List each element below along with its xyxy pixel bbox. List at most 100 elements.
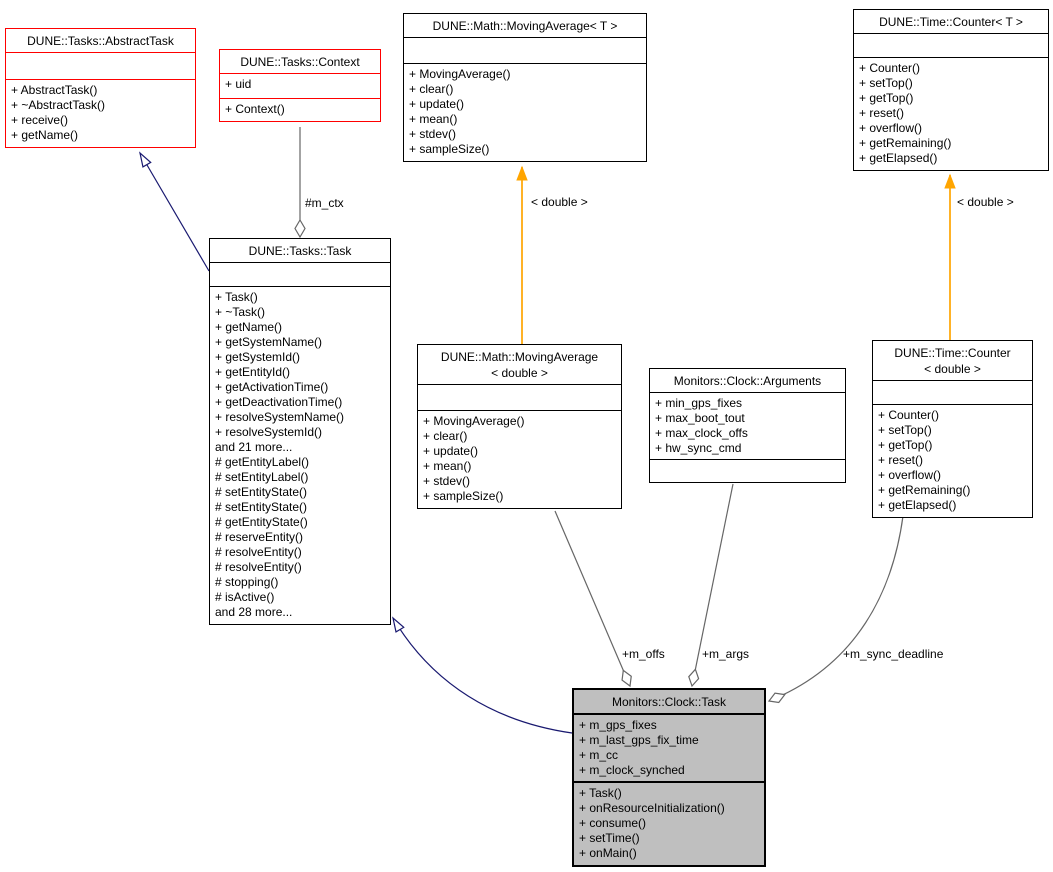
member-line: + getName(): [215, 320, 283, 334]
member-line: # setEntityLabel(): [215, 470, 309, 484]
class-attributes: + uid: [220, 74, 380, 99]
member-line: + setTime(): [579, 831, 640, 845]
member-line: + getSystemId(): [215, 350, 301, 364]
member-line: and 21 more...: [215, 440, 293, 454]
member-line: + m_clock_synched: [579, 763, 685, 777]
member-line: + receive(): [11, 113, 69, 127]
member-line: + m_cc: [579, 748, 619, 762]
class-title-line2: < double >: [491, 366, 548, 380]
member-line: + reset(): [859, 106, 905, 120]
edge-label-m-offs: +m_offs: [622, 647, 665, 661]
class-title-line1: DUNE::Time::Counter: [894, 346, 1011, 360]
member-line: + uid: [225, 77, 252, 91]
member-line: + Context(): [225, 102, 285, 116]
member-line: + sampleSize(): [423, 489, 504, 503]
class-methods: [650, 460, 845, 482]
member-line: + AbstractTask(): [11, 83, 98, 97]
member-line: # resolveEntity(): [215, 560, 302, 574]
class-methods: + Counter()+ setTop()+ getTop()+ reset()…: [873, 405, 1032, 517]
class-methods: + Task()+ onResourceInitialization()+ co…: [574, 783, 764, 865]
class-title: DUNE::Time::Counter < double >: [873, 341, 1032, 381]
member-line: # setEntityState(): [215, 500, 308, 514]
member-line: # resolveEntity(): [215, 545, 302, 559]
member-line: + getRemaining(): [878, 483, 971, 497]
member-line: + ~Task(): [215, 305, 266, 319]
edge-label-m-args: +m_args: [702, 647, 749, 661]
member-line: + mean(): [409, 112, 458, 126]
member-line: + onResourceInitialization(): [579, 801, 725, 815]
member-line: # stopping(): [215, 575, 279, 589]
class-box-clock-task: Monitors::Clock::Task + m_gps_fixes+ m_l…: [572, 688, 766, 867]
class-attributes: [210, 263, 390, 287]
edge-label-m-ctx: #m_ctx: [305, 196, 344, 210]
member-line: + clear(): [409, 82, 454, 96]
class-title: DUNE::Math::MovingAverage< T >: [404, 14, 646, 38]
class-title: DUNE::Tasks::Task: [210, 239, 390, 263]
class-methods: + MovingAverage()+ clear()+ update()+ me…: [404, 64, 646, 161]
member-line: + setTop(): [878, 423, 932, 437]
member-line: # isActive(): [215, 590, 275, 604]
member-line: + onMain(): [579, 846, 637, 860]
member-line: + sampleSize(): [409, 142, 490, 156]
member-line: + mean(): [423, 459, 472, 473]
member-line: + getElapsed(): [859, 151, 938, 165]
class-box-moving-average-double: DUNE::Math::MovingAverage < double > + M…: [417, 344, 622, 509]
edge-label-m-sync-deadline: +m_sync_deadline: [843, 647, 944, 661]
class-title: DUNE::Tasks::AbstractTask: [6, 29, 195, 53]
member-line: + m_gps_fixes: [579, 718, 657, 732]
member-line: + Task(): [215, 290, 258, 304]
member-line: + consume(): [579, 816, 647, 830]
member-line: and 28 more...: [215, 605, 293, 619]
class-attributes: [854, 34, 1048, 58]
member-line: + reset(): [878, 453, 924, 467]
edge-aggregation-m-sync-deadline: [767, 515, 904, 704]
class-attributes: [404, 38, 646, 64]
class-box-counter-double: DUNE::Time::Counter < double > + Counter…: [872, 340, 1033, 518]
class-box-arguments: Monitors::Clock::Arguments + min_gps_fix…: [649, 368, 846, 483]
member-line: + stdev(): [409, 127, 457, 141]
class-title: DUNE::Math::MovingAverage < double >: [418, 345, 621, 385]
member-line: + setTop(): [859, 76, 913, 90]
class-box-moving-average-t: DUNE::Math::MovingAverage< T > + MovingA…: [403, 13, 647, 162]
edge-inheritance-clocktask-task: [392, 616, 573, 734]
member-line: + getTop(): [859, 91, 914, 105]
member-line: + overflow(): [878, 468, 942, 482]
member-line: + getDeactivationTime(): [215, 395, 343, 409]
member-line: + MovingAverage(): [423, 414, 525, 428]
member-line: + max_boot_tout: [655, 411, 745, 425]
class-title: DUNE::Time::Counter< T >: [854, 10, 1048, 34]
member-line: # setEntityState(): [215, 485, 308, 499]
member-line: + update(): [409, 97, 465, 111]
member-line: # getEntityState(): [215, 515, 308, 529]
class-methods: + AbstractTask()+ ~AbstractTask()+ recei…: [6, 80, 195, 147]
member-line: + getRemaining(): [859, 136, 952, 150]
class-attributes: + m_gps_fixes+ m_last_gps_fix_time+ m_cc…: [574, 715, 764, 783]
class-title: Monitors::Clock::Arguments: [650, 369, 845, 393]
edge-aggregation-m-offs: [554, 510, 632, 688]
class-box-task: DUNE::Tasks::Task + Task()+ ~Task()+ get…: [209, 238, 391, 625]
member-line: + clear(): [423, 429, 468, 443]
class-title-line1: DUNE::Math::MovingAverage: [440, 350, 599, 364]
class-methods: + Context(): [220, 99, 380, 121]
class-attributes: [873, 381, 1032, 405]
member-line: + resolveSystemId(): [215, 425, 323, 439]
class-title: Monitors::Clock::Task: [574, 690, 764, 715]
member-line: + hw_sync_cmd: [655, 441, 742, 455]
member-line: + overflow(): [859, 121, 923, 135]
member-line: + getEntityId(): [215, 365, 291, 379]
class-attributes: + min_gps_fixes+ max_boot_tout+ max_cloc…: [650, 393, 845, 460]
class-methods: + Counter()+ setTop()+ getTop()+ reset()…: [854, 58, 1048, 170]
class-title-line2: < double >: [924, 362, 981, 376]
member-line: + Counter(): [878, 408, 940, 422]
class-title: DUNE::Tasks::Context: [220, 50, 380, 74]
member-line: + Task(): [579, 786, 622, 800]
member-line: + m_last_gps_fix_time: [579, 733, 699, 747]
class-methods: + MovingAverage()+ clear()+ update()+ me…: [418, 411, 621, 508]
member-line: + getElapsed(): [878, 498, 957, 512]
member-line: + getActivationTime(): [215, 380, 329, 394]
member-line: # reserveEntity(): [215, 530, 304, 544]
member-line: + getSystemName(): [215, 335, 323, 349]
member-line: + resolveSystemName(): [215, 410, 345, 424]
